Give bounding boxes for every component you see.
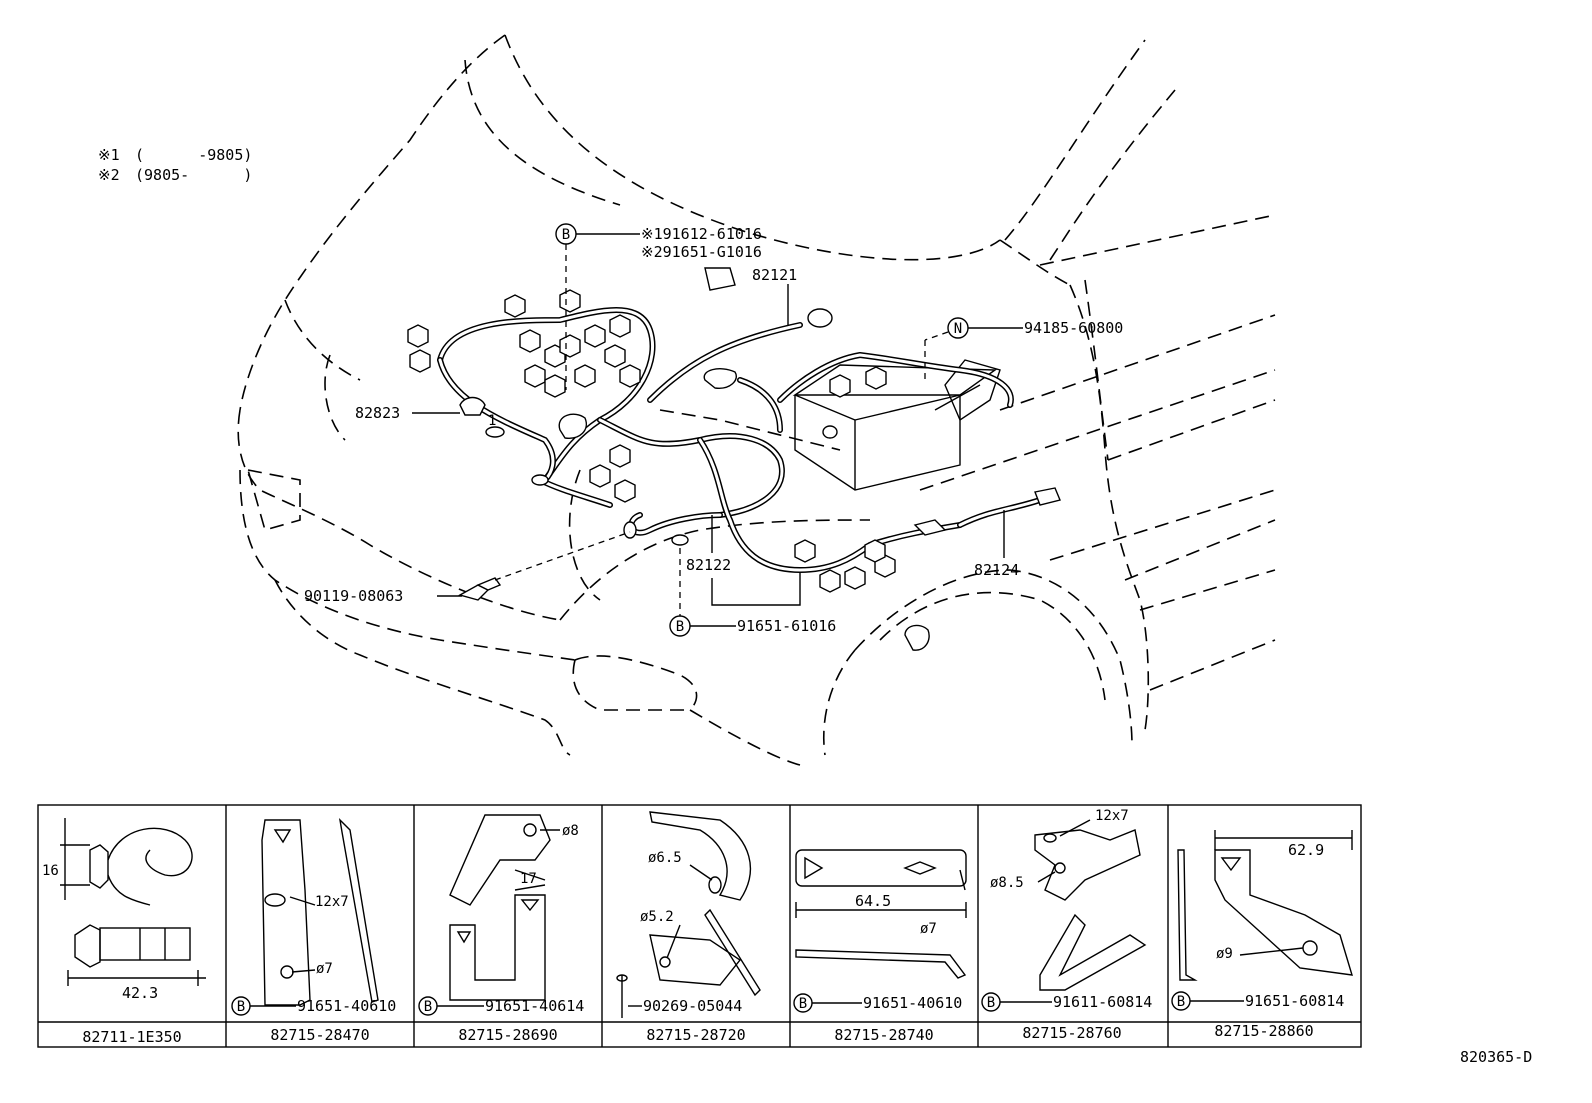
cell-4-fastener: 90269-05044 xyxy=(643,997,742,1015)
label-clip-bottom: 91651-61016 xyxy=(737,617,836,635)
cell-6-part: 82715-28760 xyxy=(1022,1024,1121,1042)
cell-6-fastener: 91611-60814 xyxy=(1053,993,1152,1011)
main-callouts: B ※191612-61016 ※291651-G1016 82121 N 94… xyxy=(304,223,1123,637)
cell-3-dim-2: 17 xyxy=(520,871,537,887)
cell-6-drawing: 12x7 ø8.5 B 91611-60814 xyxy=(981,808,1152,1012)
label-82124: 82124 xyxy=(974,561,1019,579)
label-clip-top-2: ※291651-G1016 xyxy=(641,243,762,261)
cell-4-dim-1: ø6.5 xyxy=(648,850,682,866)
note-2-range: (9805- ) xyxy=(135,166,252,184)
cell-5-dim-2: ø7 xyxy=(920,921,937,937)
clip-b-bottom-letter: B xyxy=(676,619,684,635)
wire-harness xyxy=(407,267,1061,651)
cell-5-fastener: 91651-40610 xyxy=(863,994,962,1012)
cell-5-part: 82715-28740 xyxy=(834,1026,933,1044)
cell-7-drawing: ø9 62.9 B 91651-60814 xyxy=(1171,830,1353,1011)
note-1-range: ( -9805) xyxy=(135,146,252,164)
label-screw-bottom: 90119-08063 xyxy=(304,587,403,605)
cell-6-b-symbol: B xyxy=(987,995,995,1011)
clip-b-top-letter: B xyxy=(562,227,570,243)
bolt-n-letter: N xyxy=(954,321,962,337)
label-82823: 82823 xyxy=(355,404,400,422)
cell-6-dim-2: ø8.5 xyxy=(990,875,1024,891)
cell-2-dim-2: ø7 xyxy=(316,961,333,977)
table-frame xyxy=(37,804,1362,1048)
note-1-mark: ※1 xyxy=(98,146,120,164)
cell-2-part: 82715-28470 xyxy=(270,1026,369,1044)
label-small-1: 1 xyxy=(488,413,496,429)
connector-group xyxy=(407,267,1061,593)
cell-2-b-symbol: B xyxy=(237,999,245,1015)
label-bolt-n: 94185-60800 xyxy=(1024,319,1123,337)
cell-3-drawing: ø8 17 B 91651-40614 xyxy=(418,814,584,1016)
label-82122: 82122 xyxy=(686,556,731,574)
cell-7-fastener: 91651-60814 xyxy=(1245,992,1344,1010)
cell-3-b-symbol: B xyxy=(424,999,432,1015)
cell-1-dim-1: 16 xyxy=(42,863,59,879)
note-2-mark: ※2 xyxy=(98,166,120,184)
cell-7-b-symbol: B xyxy=(1177,994,1185,1010)
cell-1-dim-2: 42.3 xyxy=(122,984,158,1002)
legend-notes: ※1 ( -9805) ※2 (9805- ) xyxy=(98,146,252,184)
cell-3-dim-1: ø8 xyxy=(562,823,579,839)
diagram-code: 820365-D xyxy=(1460,1048,1532,1066)
cell-4-part: 82715-28720 xyxy=(646,1026,745,1044)
cell-4-dim-2: ø5.2 xyxy=(640,909,674,925)
car-body-outline xyxy=(237,34,1276,766)
cell-5-drawing: 64.5 ø7 B 91651-40610 xyxy=(793,849,967,1013)
label-82121: 82121 xyxy=(752,266,797,284)
label-clip-top-1: ※191612-61016 xyxy=(641,225,762,243)
battery xyxy=(792,359,1001,491)
cell-5-b-symbol: B xyxy=(799,996,807,1012)
cell-4-drawing: ø6.5 ø5.2 90269-05044 xyxy=(616,811,761,1018)
cell-1-drawing: 16 42.3 xyxy=(42,818,206,1002)
parts-table: 82711-1E350 82715-28470 82715-28690 8271… xyxy=(37,804,1362,1048)
cell-3-part: 82715-28690 xyxy=(458,1026,557,1044)
cell-2-drawing: 12x7 ø7 B 91651-40610 xyxy=(231,817,396,1016)
cell-6-dim-1: 12x7 xyxy=(1095,808,1129,824)
cell-7-part: 82715-28860 xyxy=(1214,1022,1313,1040)
cell-5-dim-1: 64.5 xyxy=(855,892,891,910)
cell-1-part: 82711-1E350 xyxy=(82,1028,181,1046)
cell-2-dim-1: 12x7 xyxy=(315,894,349,910)
cell-7-dim-1: 62.9 xyxy=(1288,841,1324,859)
cell-3-fastener: 91651-40614 xyxy=(485,997,584,1015)
cell-7-dim-2: ø9 xyxy=(1216,946,1233,962)
cell-2-fastener: 91651-40610 xyxy=(297,997,396,1015)
